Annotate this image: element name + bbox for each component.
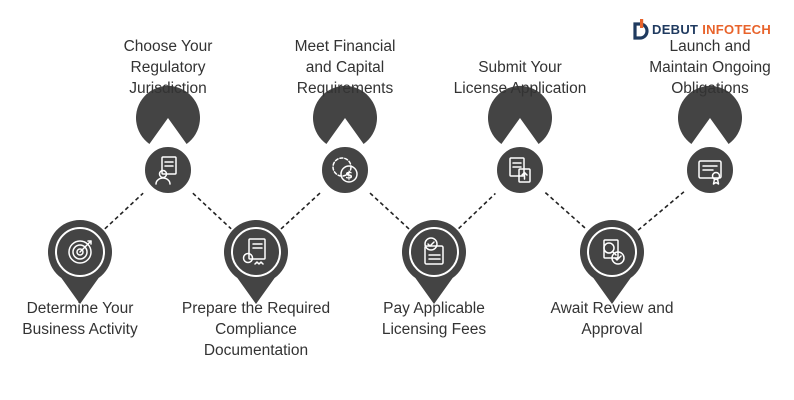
target-icon	[68, 240, 92, 264]
step-label-line: Meet Financial	[294, 38, 396, 55]
step-label-line: and Capital	[305, 59, 385, 76]
step-pin-1	[48, 220, 113, 304]
pin-ring	[409, 227, 459, 277]
document-user-icon	[155, 156, 177, 185]
step-label-line: License Application	[453, 80, 587, 97]
step-label-line: Business Activity	[22, 321, 138, 338]
step-label-line: Choose Your	[123, 38, 213, 55]
upload-document-icon	[509, 157, 531, 183]
step-label-line: Await Review and	[550, 300, 674, 317]
payment-check-icon	[424, 237, 444, 265]
connector-line	[369, 192, 410, 230]
connector-line	[637, 191, 685, 231]
pin-shape	[488, 85, 552, 144]
step-pin-6	[488, 85, 552, 195]
step-label-line: Pay Applicable	[383, 300, 485, 317]
pin-shape	[313, 85, 377, 144]
logo-mark-icon	[633, 19, 649, 40]
connector-line	[192, 192, 232, 230]
step-label-line: Maintain Ongoing	[649, 59, 771, 76]
pin-ring	[495, 145, 545, 195]
certificate-document-icon	[242, 238, 266, 265]
pin-shape	[136, 85, 200, 144]
certificate-icon	[698, 160, 722, 185]
review-approval-icon	[603, 239, 625, 265]
step-label-line: Prepare the Required	[181, 300, 331, 317]
step-label-line: Compliance	[215, 321, 297, 338]
connector-line	[280, 192, 321, 230]
step-label-line: Obligations	[671, 80, 749, 97]
step-label-line: Documentation	[203, 342, 309, 359]
logo-text-secondary: INFOTECH	[702, 22, 772, 37]
step-label-line: Licensing Fees	[381, 321, 487, 338]
pin-ring	[143, 145, 193, 195]
connectors	[104, 191, 685, 231]
brand-logo: DEBUT INFOTECH	[630, 18, 780, 44]
step-pins: $	[48, 85, 742, 304]
connector-line	[458, 192, 496, 230]
connector-line	[104, 192, 144, 230]
step-label-line: Submit Your	[478, 59, 562, 76]
step-label-line: Launch and	[669, 38, 751, 55]
pin-shape	[678, 85, 742, 144]
step-label-line: Approval	[581, 321, 643, 338]
step-label-line: Jurisdiction	[129, 80, 207, 97]
logo-text-primary: DEBUT	[652, 22, 699, 37]
pin-ring	[231, 227, 281, 277]
connector-line	[544, 192, 588, 230]
pin-ring	[320, 145, 370, 195]
step-label-line: Determine Your	[26, 300, 134, 317]
step-pin-8	[678, 85, 742, 195]
step-pin-5	[402, 220, 466, 304]
gear-dollar-icon: $	[332, 157, 358, 183]
step-label-line: Regulatory	[130, 59, 206, 76]
step-label-line: Requirements	[296, 80, 394, 97]
step-pin-7	[579, 220, 644, 304]
step-pin-2	[136, 85, 200, 195]
step-pin-4: $	[313, 85, 377, 195]
svg-text:$: $	[345, 169, 353, 182]
step-pin-3	[224, 220, 288, 304]
